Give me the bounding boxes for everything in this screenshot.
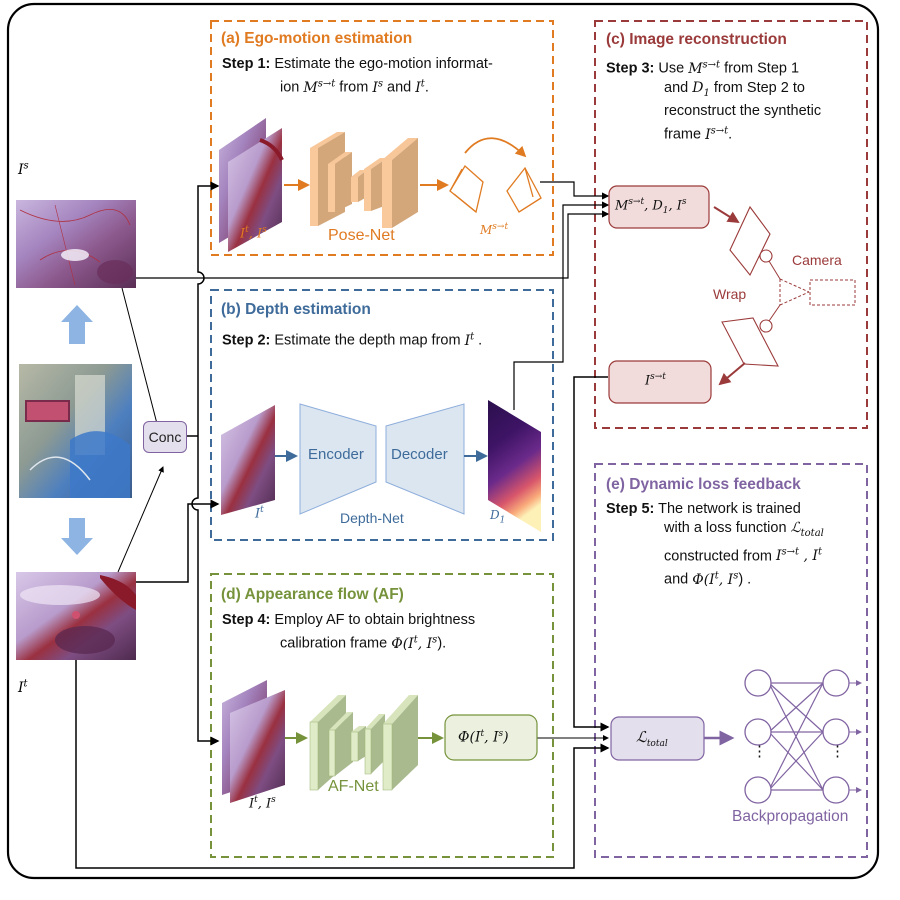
panel-c-step: Step 3: Use Ms→t from Step 1 and D1 from…	[606, 59, 822, 144]
depth-input-frame	[221, 405, 275, 515]
nn-input-node	[744, 776, 772, 804]
operating-room-image	[19, 364, 132, 498]
panel-a-title: (a) Ego-motion estimation	[221, 30, 413, 47]
backprop-label: Backpropagation	[732, 808, 849, 825]
nn-edge	[768, 731, 824, 791]
recon-input-text: Ms→t, D1, Is	[615, 197, 687, 216]
outer-frame	[6, 2, 880, 880]
nn-output-node	[822, 669, 850, 697]
nn-output-node	[822, 776, 850, 804]
panel-c-frame	[594, 20, 868, 429]
recon-output-text: Is→t	[645, 372, 666, 389]
phi-output-text: Φ(It, Is)	[458, 729, 509, 746]
pose-input-frames	[219, 118, 284, 252]
target-frame-label: It	[18, 678, 28, 696]
panel-a-frame	[210, 20, 554, 256]
phi-output-box	[444, 714, 538, 761]
source-image-plane	[729, 205, 771, 277]
nn-input-node	[744, 718, 772, 746]
af-input-caption: It, Is	[249, 795, 276, 812]
target-frame-image	[16, 572, 136, 660]
panel-d-title: (d) Appearance flow (AF)	[221, 586, 404, 603]
backprop-network	[744, 669, 862, 804]
source-frame-label: Is	[18, 160, 29, 178]
panel-e-frame	[594, 463, 868, 858]
pose-output-label: Ms→t	[480, 222, 509, 237]
pose-net-label: Pose-Net	[328, 227, 395, 244]
pose-net-blocks	[310, 132, 418, 228]
recon-input-box	[608, 185, 710, 229]
panel-d-step: Step 4: Employ AF to obtain brightness c…	[222, 612, 476, 652]
depth-net-label: Depth-Net	[340, 510, 404, 526]
panel-a-step: Step 1: Estimate the ego-motion informat…	[222, 56, 493, 96]
depth-input-caption: It	[255, 505, 264, 522]
recon-output-box	[608, 360, 712, 404]
panel-b-frame	[210, 289, 554, 541]
nn-edge	[768, 682, 824, 791]
depth-output-label: D1	[490, 508, 506, 526]
camera-icon	[779, 278, 856, 306]
wrap-label: Wrap	[713, 286, 747, 302]
encoder-block	[299, 403, 377, 515]
decoder-label: Decoder	[391, 446, 448, 463]
camera-pose-icon-left	[449, 164, 484, 214]
af-input-frames	[222, 680, 285, 803]
source-frame-image	[16, 200, 136, 288]
target-image-plane	[721, 317, 779, 367]
nn-ellipsis-left: ⋮	[752, 743, 767, 760]
panel-e-title: (e) Dynamic loss feedback	[606, 476, 801, 493]
down-arrow-icon	[61, 518, 93, 555]
panel-e-step: Step 5: The network is trained with a lo…	[606, 501, 824, 589]
af-net-blocks	[309, 695, 418, 791]
nn-edge	[768, 682, 824, 733]
af-net-label: AF-Net	[328, 778, 379, 795]
camera-label: Camera	[792, 252, 842, 268]
loss-text: ℒtotal	[636, 728, 668, 749]
up-arrow-icon	[61, 305, 93, 344]
panel-b-step: Step 2: Estimate the depth map from It .	[222, 331, 483, 349]
nn-input-node	[744, 669, 772, 697]
camera-pose-icon-right	[506, 166, 542, 213]
panel-d-frame	[210, 573, 554, 858]
depth-map-image	[488, 400, 541, 532]
camera-pose-arc	[464, 137, 527, 158]
nn-ellipsis-right: ⋮	[830, 743, 845, 760]
conc-node: Conc	[143, 421, 187, 453]
decoder-block	[385, 403, 465, 515]
panel-b-title: (b) Depth estimation	[221, 301, 371, 318]
panel-c-title: (c) Image reconstruction	[606, 31, 787, 48]
pose-input-caption: It, Is	[240, 225, 267, 242]
encoder-label: Encoder	[308, 446, 364, 463]
